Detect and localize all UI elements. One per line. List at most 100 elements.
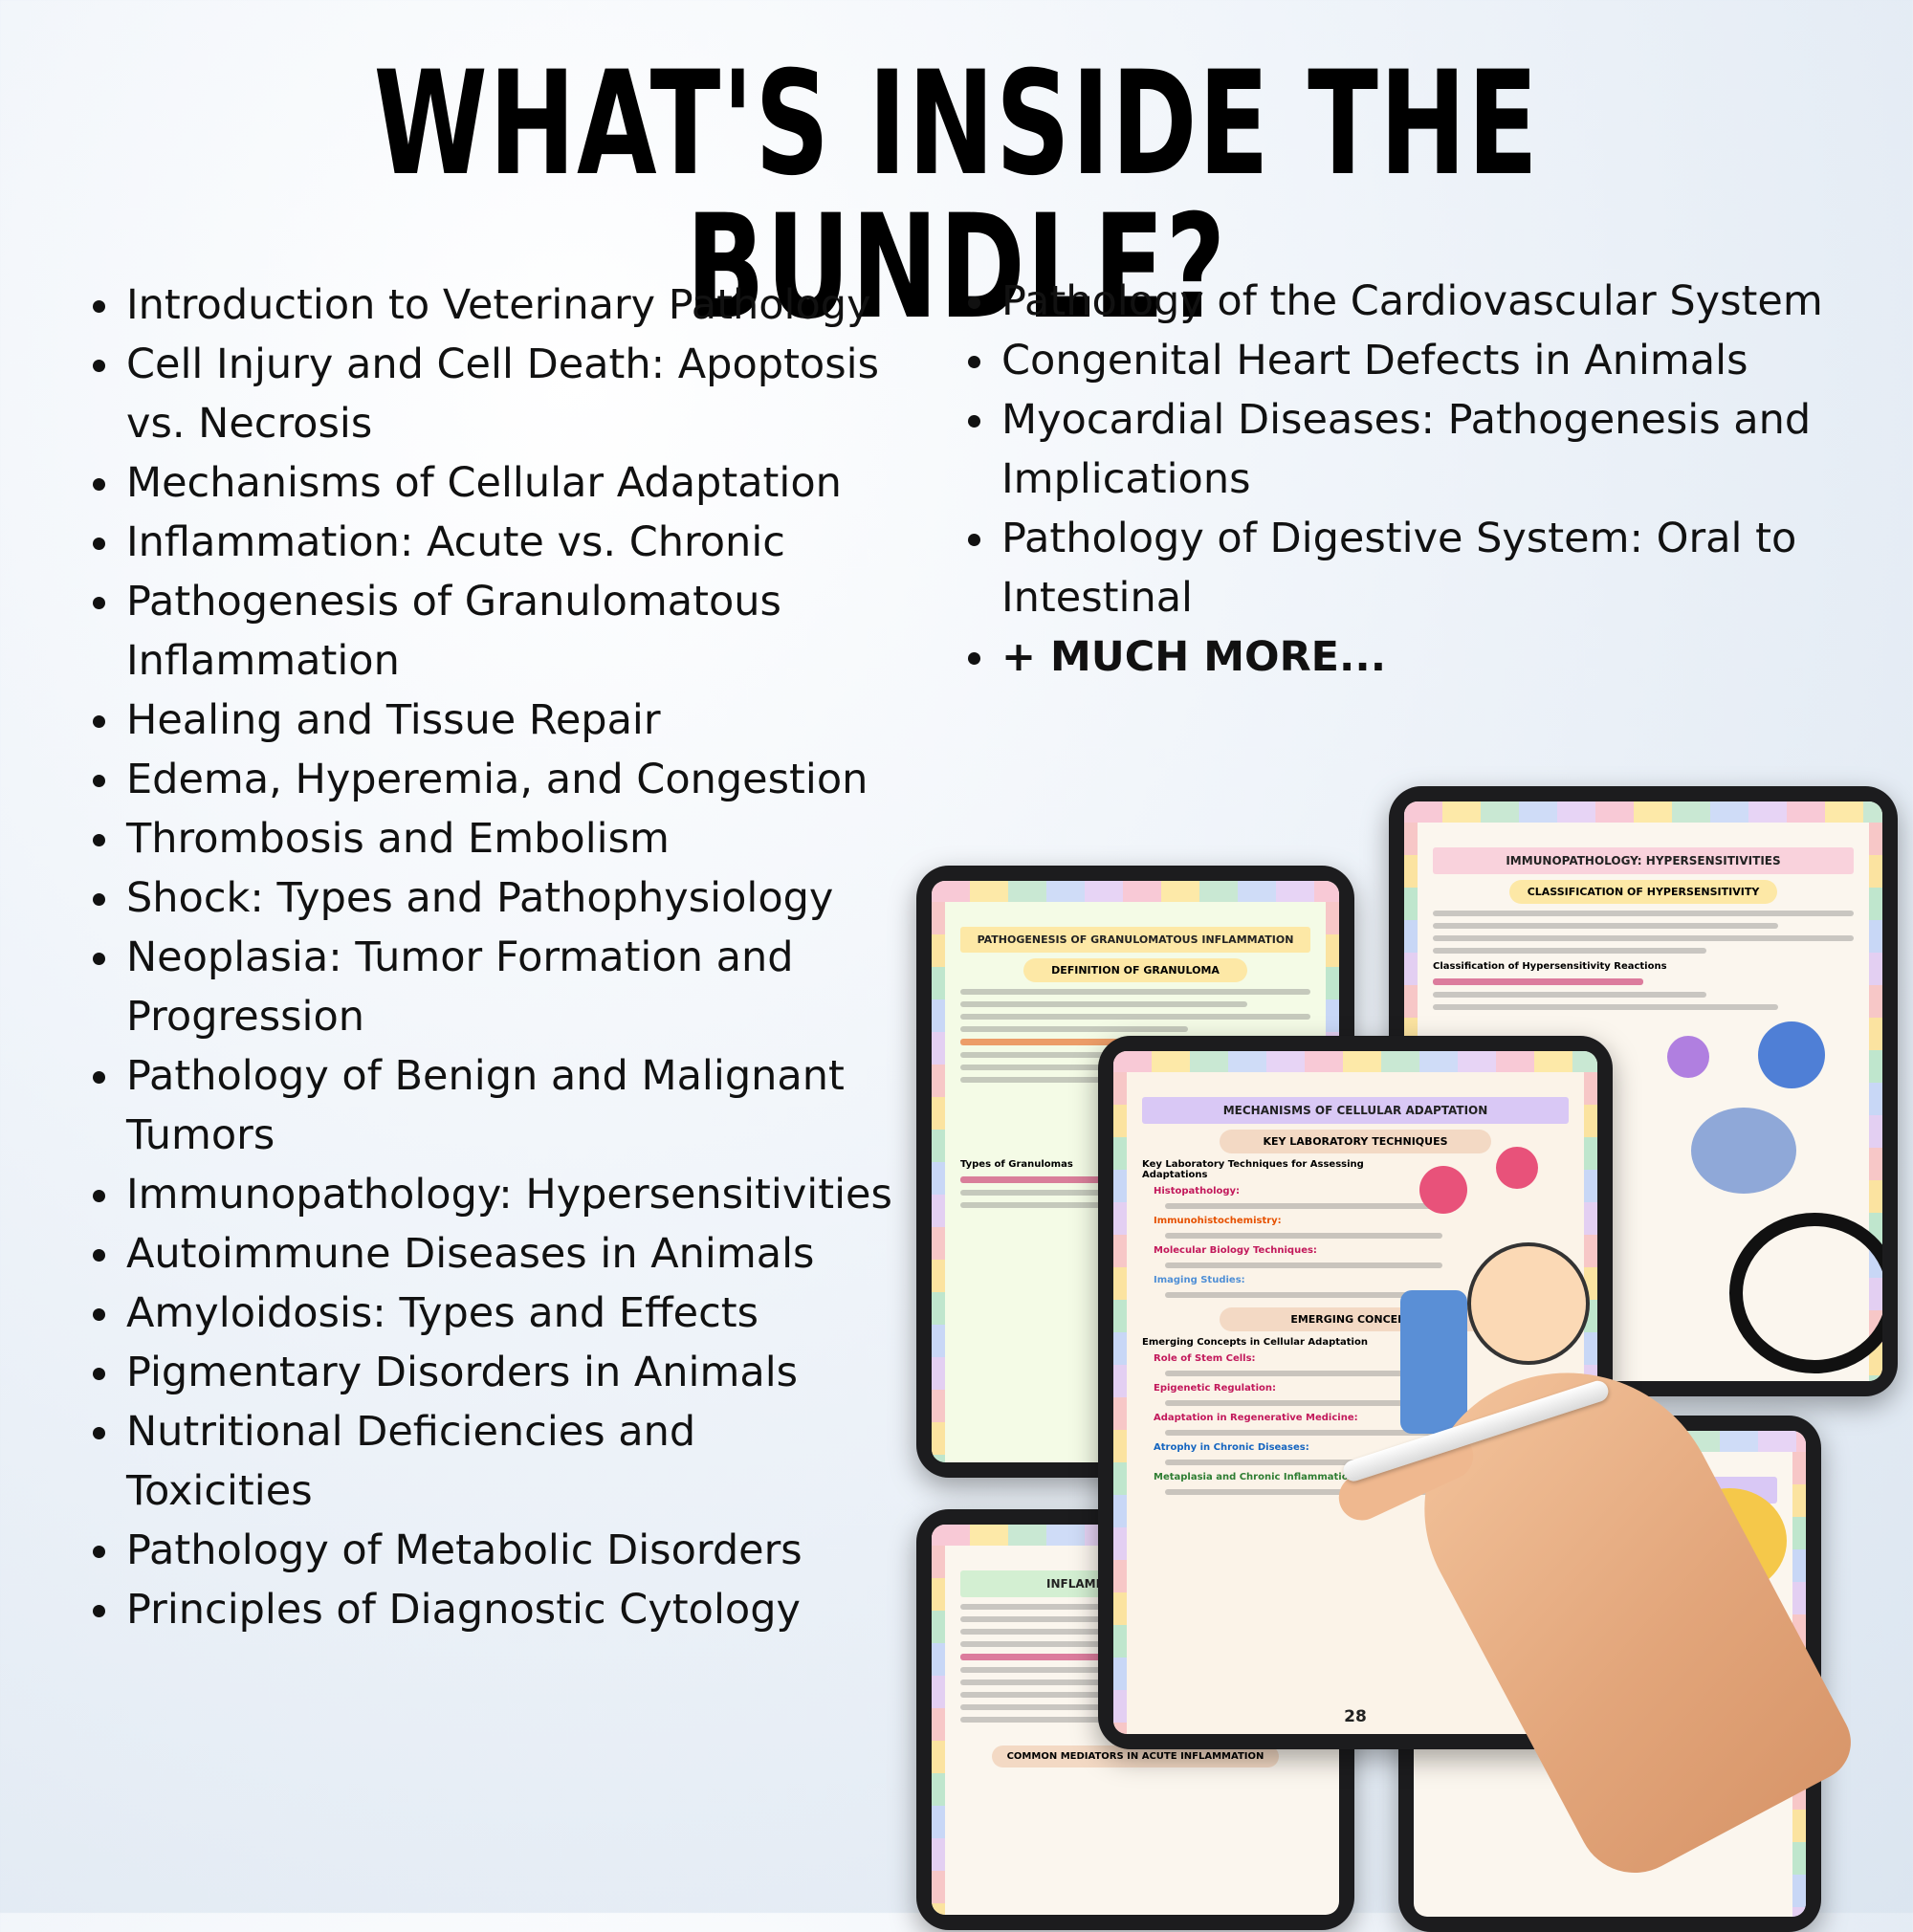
tab-bar	[1113, 1051, 1597, 1072]
topic-item: Principles of Diagnostic Cytology	[91, 1580, 894, 1639]
side-tabs	[932, 902, 945, 1462]
text-line	[1165, 1460, 1442, 1465]
topic-item: Cell Injury and Cell Death: Apoptosis vs…	[91, 335, 894, 453]
topic-item: Thrombosis and Embolism	[91, 809, 894, 868]
list-item: Role of Stem Cells:	[1154, 1353, 1569, 1364]
page-title: WHAT'S INSIDE THE BUNDLE?	[373, 41, 1540, 351]
text-line	[1433, 911, 1854, 916]
virus-illustration	[1419, 1166, 1467, 1214]
topic-item: Pathogenesis of Granulomatous Inflammati…	[91, 572, 894, 691]
section-label: Types of Granulomas	[960, 1159, 1073, 1170]
text-line	[1433, 1004, 1778, 1010]
cell-illustration	[1758, 1021, 1825, 1088]
topic-item: Autoimmune Diseases in Animals	[91, 1224, 894, 1284]
microscope-illustration	[1400, 1290, 1467, 1434]
text-line	[960, 1014, 1310, 1020]
virus-illustration	[1496, 1147, 1538, 1189]
text-line	[1433, 923, 1778, 929]
page-subheading: KEY LABORATORY TECHNIQUES	[1219, 1130, 1492, 1153]
text-line	[1165, 1203, 1442, 1209]
list-item: Immunohistochemistry:	[1154, 1216, 1569, 1226]
text-line	[1165, 1233, 1442, 1239]
topic-item: Mechanisms of Cellular Adaptation	[91, 453, 894, 513]
text-line	[1165, 1489, 1442, 1495]
page-heading: IMMUNOPATHOLOGY: HYPERSENSITIVITIES	[1433, 847, 1854, 874]
concept-list: Role of Stem Cells: Epigenetic Regulation…	[1142, 1353, 1569, 1495]
text-line	[960, 1616, 1188, 1622]
list-item-label: Atrophy in Chronic Diseases:	[1154, 1442, 1309, 1453]
text-line	[960, 1001, 1248, 1007]
text-line	[960, 1077, 1188, 1083]
highlight-line	[960, 1654, 1135, 1660]
topic-item: Introduction to Veterinary Pathology	[91, 275, 894, 335]
list-item: Molecular Biology Techniques:	[1154, 1245, 1569, 1256]
topic-item: Neoplasia: Tumor Formation and Progressi…	[91, 928, 894, 1046]
more-topics-item: + MUCH MORE...	[966, 627, 1856, 687]
page-subheading: DEFINITION OF GRANULOMA	[1022, 958, 1248, 982]
page-heading: PATHOGENESIS OF GRANULOMATOUS INFLAMMATI…	[960, 927, 1310, 953]
topic-item: Pathology of Metabolic Disorders	[91, 1521, 894, 1580]
page-subheading: CLASSIFICATION OF HYPERSENSITIVITY	[1508, 880, 1778, 904]
tablet-page: IMMUNOPATHOLOGY: HYPERSENSITIVITIES CLAS…	[1433, 840, 1854, 1362]
page-number: 28	[1344, 1707, 1367, 1726]
cell-illustration	[1667, 1036, 1709, 1078]
text-line	[1433, 948, 1706, 954]
list-item: Atrophy in Chronic Diseases:	[1154, 1442, 1569, 1453]
list-item: Imaging Studies:	[1154, 1275, 1569, 1285]
list-item-label: Imaging Studies:	[1154, 1275, 1245, 1285]
list-item: Adaptation in Regenerative Medicine:	[1154, 1413, 1569, 1423]
text-line	[1165, 1400, 1442, 1406]
topic-item: Healing and Tissue Repair	[91, 691, 894, 750]
list-item: Histopathology:	[1154, 1186, 1569, 1197]
cat-illustration	[1691, 1108, 1796, 1194]
side-tabs	[1113, 1072, 1127, 1734]
text-line	[960, 1641, 1188, 1647]
topic-item: Pigmentary Disorders in Animals	[91, 1343, 894, 1402]
list-item: Metaplasia and Chronic Inflammation:	[1154, 1472, 1569, 1482]
highlight-line	[960, 1039, 1135, 1045]
side-tabs	[932, 1546, 945, 1915]
highlight-line	[960, 1176, 1135, 1183]
topic-item: Immunopathology: Hypersensitivities	[91, 1165, 894, 1224]
highlight-line	[1433, 978, 1643, 985]
topic-item: Pathology of Benign and Malignant Tumors	[91, 1046, 894, 1165]
topic-item: Amyloidosis: Types and Effects	[91, 1284, 894, 1343]
text-line	[1433, 935, 1854, 941]
section-label: Key Laboratory Techniques for Assessing …	[1142, 1159, 1364, 1180]
microscope-cell-illustration	[1467, 1242, 1590, 1365]
text-line	[960, 1704, 1188, 1710]
technique-list: Histopathology: Immunohistochemistry: Mole…	[1142, 1186, 1569, 1298]
text-line	[960, 1026, 1188, 1032]
topic-item: Edema, Hyperemia, and Congestion	[91, 750, 894, 809]
page-heading: MECHANISMS OF CELLULAR ADAPTATION	[1142, 1097, 1569, 1124]
list-item-label: Metaplasia and Chronic Inflammation:	[1154, 1472, 1359, 1482]
list-item-label: Epigenetic Regulation:	[1154, 1383, 1277, 1394]
topic-item: Inflammation: Acute vs. Chronic	[91, 513, 894, 572]
text-line	[1165, 1292, 1442, 1298]
topic-item: Congenital Heart Defects in Animals	[966, 331, 1856, 390]
section-label: Classification of Hypersensitivity React…	[1433, 961, 1667, 972]
list-item-label: Molecular Biology Techniques:	[1154, 1245, 1317, 1256]
text-line	[1165, 1262, 1442, 1268]
list-item-label: Adaptation in Regenerative Medicine:	[1154, 1413, 1358, 1423]
tab-bar	[932, 881, 1339, 902]
list-item-label: Immunohistochemistry:	[1154, 1216, 1282, 1226]
page-subheading: COMMON MEDIATORS IN ACUTE INFLAMMATION	[991, 1745, 1280, 1767]
list-item-label: Role of Stem Cells:	[1154, 1353, 1256, 1364]
topic-item: Myocardial Diseases: Pathogenesis and Im…	[966, 390, 1856, 509]
section-label-2: Emerging Concepts in Cellular Adaptation	[1142, 1337, 1368, 1348]
text-line	[960, 1052, 1188, 1058]
text-line	[960, 989, 1310, 995]
topic-item: Shock: Types and Pathophysiology	[91, 868, 894, 928]
text-line	[1433, 992, 1706, 998]
list-item-label: Histopathology:	[1154, 1186, 1241, 1197]
list-item: Epigenetic Regulation:	[1154, 1383, 1569, 1394]
text-line	[960, 1680, 1188, 1685]
text-line	[1165, 1430, 1442, 1436]
tab-bar	[1404, 801, 1882, 823]
text-line	[960, 1190, 1188, 1196]
topic-item: Pathology of the Cardiovascular System	[966, 272, 1856, 331]
topic-item: Pathology of Digestive System: Oral to I…	[966, 509, 1856, 627]
